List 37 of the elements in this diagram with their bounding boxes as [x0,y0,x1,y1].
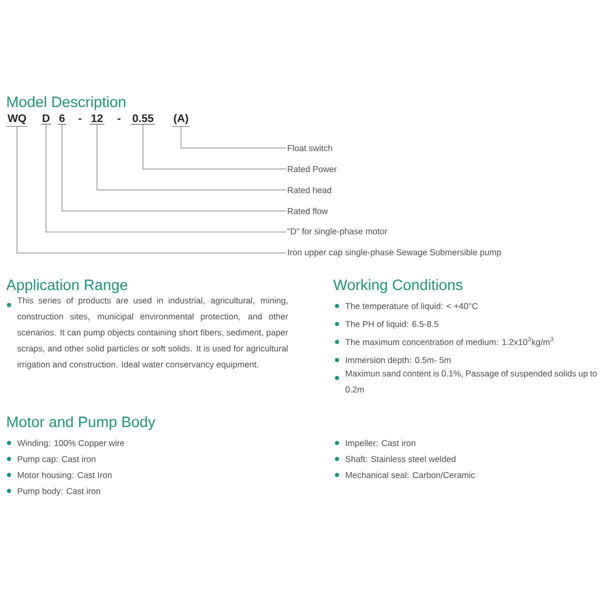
list-item: Pump cap: Cast iron [18,456,96,464]
code-segment: D [40,114,52,124]
section-heading: Working Conditions [333,279,462,294]
list-item: The PH of liquid: 6.5-8.5 [345,320,438,329]
list-item: Maximun sand content is 0.1%, Passage of suspended solids up to 0.2m [346,370,597,393]
section-heading: Motor and Pump Body [7,416,156,430]
heading: Model Description [7,96,126,110]
list-item: Mechanical seal: Carbon/Ceramic [346,472,475,478]
code-segment: WQ [6,114,28,127]
leader-line [180,126,286,148]
description-text: Float switch [288,144,332,152]
list-item: Impeller: Cast iron [346,440,416,448]
code-segment: 12 [89,114,105,124]
list-item: The temperature of liquid: < +40°C [345,302,478,311]
list-item: The maximum concentration of medium: 1.2x10$^{3}$kg/m$^{3}$ [345,336,554,347]
separator-dash: - [118,118,120,120]
list-item: Winding: 100% Copper wire [17,440,124,448]
separator-dash: - [78,118,82,120]
code-segment: 6 [57,114,67,125]
list-item: This series of products are used in industrial, agricultural, mining, construction sites, municipal environmental protection, and other scenarios. It can pump objects containing short fibers, sediment, paper scraps, and other solid particles or soft solids. It is used for agricultural irrigation and construction. Ideal water conservancy equipment. [17,297,288,370]
list-item: Motor housing: Cast Iron [18,472,112,480]
list-item: Shaft: Stainless steel welded [346,456,456,462]
code-segment: (A) [172,114,190,127]
section-heading: Application Range [6,279,128,294]
list-item: Pump body: Cast iron [18,488,100,496]
description-text: Iron upper cap single-phase Sewage Submersible pump [288,249,501,258]
leader-line [142,124,286,170]
description-text: "D" for single-phase motor [288,228,388,236]
description-text: Rated head [288,186,332,194]
code-segment: 0.55 [130,114,156,125]
leader-line [46,124,286,232]
leader-line [62,124,286,212]
list-item: Immersion depth: 0.5m- 5m [346,356,451,365]
leader-line [96,124,286,190]
description-text: Rated flow [288,208,328,214]
leader-line [16,126,286,254]
description-text: Rated Power [288,166,337,172]
